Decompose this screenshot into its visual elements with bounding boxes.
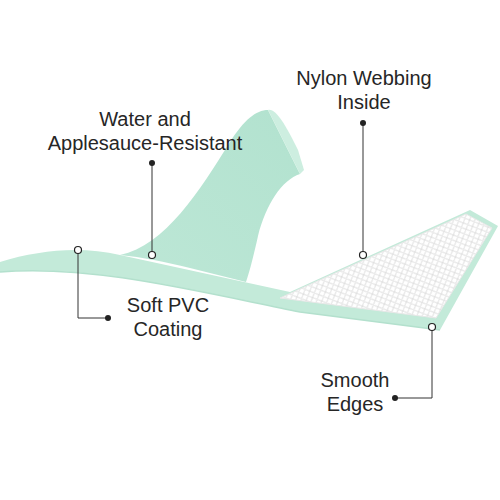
- callout-label: Soft PVC Coating: [118, 293, 218, 341]
- leader-line: [152, 163, 153, 255]
- mat-front-edge: [0, 271, 440, 330]
- leader-dot: [105, 315, 111, 321]
- leader-dot: [360, 120, 366, 126]
- leader-target: [75, 247, 82, 254]
- leader-targets: [75, 247, 436, 331]
- leader-target: [429, 324, 436, 331]
- leader-target: [360, 252, 367, 259]
- leader-line: [395, 327, 432, 398]
- callout-label: Smooth Edges: [310, 368, 400, 416]
- leader-line: [78, 250, 108, 318]
- leader-line: [363, 123, 364, 255]
- leader-dots: [105, 120, 398, 401]
- flap-curl-tip: [268, 110, 304, 174]
- callout-label: Nylon Webbing Inside: [289, 66, 439, 114]
- nylon-mesh-layer: [280, 214, 492, 318]
- leader-dot: [149, 160, 155, 166]
- callout-label: Water and Applesauce-Resistant: [45, 107, 245, 155]
- leader-lines: [78, 123, 432, 398]
- leader-target: [149, 252, 156, 259]
- leader-dot: [392, 395, 398, 401]
